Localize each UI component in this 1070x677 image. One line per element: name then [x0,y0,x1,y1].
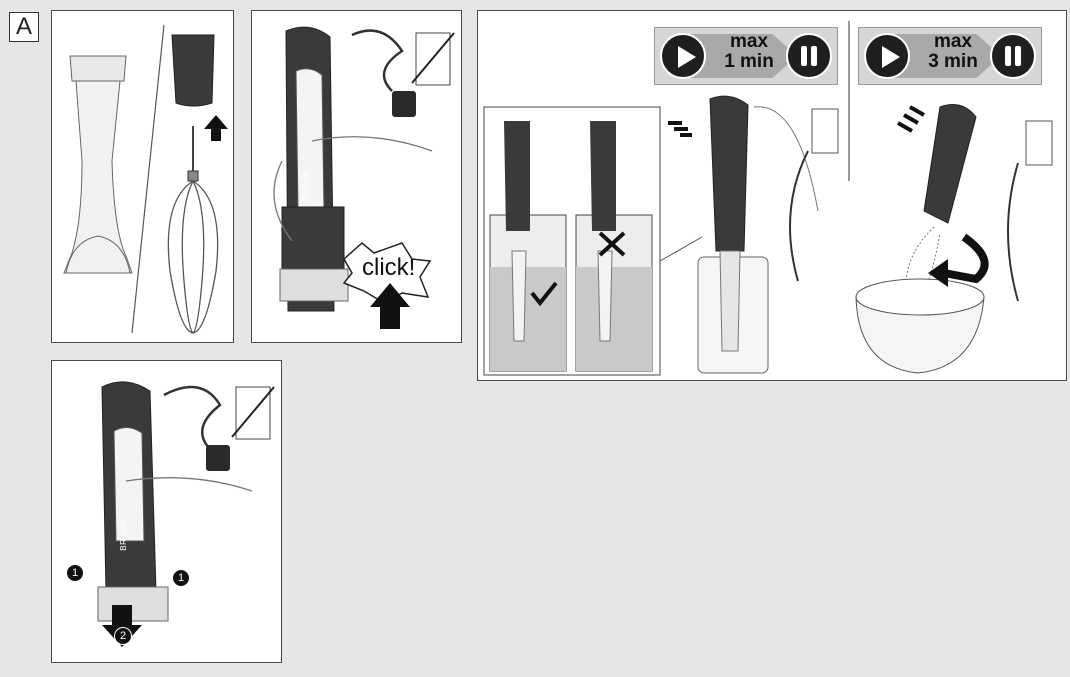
arrow-up-icon [204,115,228,141]
step-badge-2: 2 [114,627,132,645]
speed-badge-3min: max 3 min [858,27,1042,85]
panel-detach: 1 1 2 BRAUN [51,360,282,663]
pause-icon [990,33,1036,79]
usage-illustration [483,21,1053,376]
attach-illustration [273,26,455,329]
play-icon [660,33,706,79]
badge-max: max [729,31,769,52]
pause-icon [786,33,832,79]
step-badge-1-right: 1 [172,569,190,587]
cross-icon [598,231,626,257]
panel-attach: BRAUN [251,10,462,343]
no-plug-icon [411,32,455,86]
section-label: A [9,12,39,42]
panel-parts [51,10,234,343]
badge-time: 3 min [928,51,978,72]
arrow-up-icon [370,283,410,329]
click-burst [342,242,432,304]
parts-illustration [63,24,228,334]
panel-usage: max 1 min max 3 min [477,10,1067,381]
brand-label: BRAUN [118,520,128,551]
rotate-arrow-icon [928,233,989,287]
arrow-down-icon [102,605,142,647]
detach-illustration [97,381,275,647]
check-icon [530,281,558,307]
no-plug-icon [231,386,275,440]
speed-badge-1min: max 1 min [654,27,838,85]
click-label: click! [362,254,416,281]
badge-text: max 1 min [711,32,787,72]
badge-time: 1 min [724,51,774,72]
brand-label: BRAUN [300,170,310,201]
badge-max: max [933,31,973,52]
play-icon [864,33,910,79]
step-badge-1-left: 1 [66,564,84,582]
badge-text: max 3 min [915,32,991,72]
